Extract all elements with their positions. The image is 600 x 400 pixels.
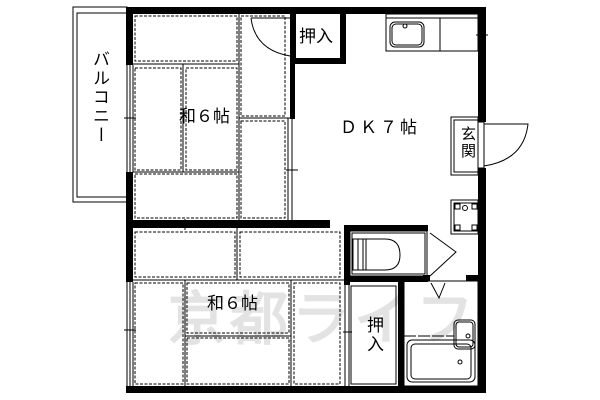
- closet-lower: [350, 285, 397, 385]
- tatami-lower: [134, 231, 341, 385]
- room-label-entrance: 玄関: [459, 126, 477, 160]
- washing-machine: [450, 199, 479, 235]
- toilet: [349, 230, 457, 277]
- window-openings: [124, 18, 488, 388]
- exterior-walls: [126, 7, 486, 393]
- room-label-washitsu-lower: 和６帖: [207, 294, 258, 314]
- room-label-balcony: バルコニー: [89, 50, 109, 145]
- tatami-upper-borders: [133, 14, 290, 230]
- room-label-dk: ＤＫ７帖: [340, 118, 420, 138]
- tatami-upper: [134, 15, 286, 219]
- kitchen-counter: [385, 13, 479, 52]
- watermark: 京都ライフ: [168, 285, 479, 353]
- room-label-closet-lower: 押入: [363, 316, 383, 354]
- tatami-lower-borders: [133, 228, 344, 386]
- door-swing-upper: [250, 17, 291, 57]
- room-label-washitsu-upper: 和６帖: [179, 107, 230, 127]
- bathroom: [403, 280, 479, 387]
- room-label-closet-upper: 押入: [299, 27, 333, 47]
- entrance: [450, 116, 529, 176]
